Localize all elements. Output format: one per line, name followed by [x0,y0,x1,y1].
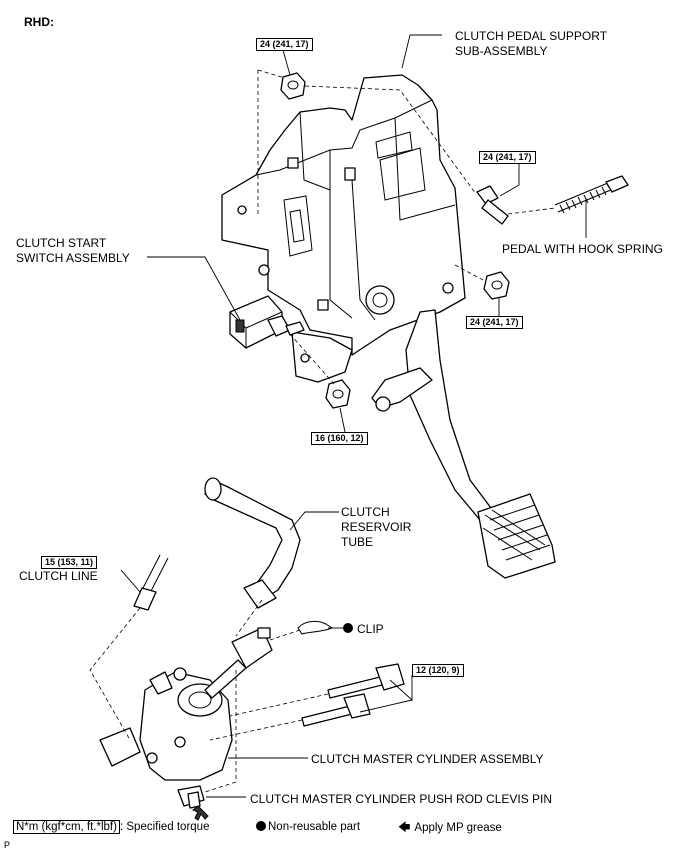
label-pedal-support-line1: CLUTCH PEDAL SUPPORT [455,29,608,43]
legend-grease: 🡄Apply MP grease [398,820,502,835]
label-clevis-pin: CLUTCH MASTER CYLINDER PUSH ROD CLEVIS P… [250,792,553,806]
label-reservoir-tube-line1: CLUTCH [341,505,390,519]
label-clutch-line: CLUTCH LINE [19,569,98,583]
legend-non-reusable: Non-reusable part [256,820,360,834]
non-reusable-dot-icon [256,821,266,831]
reservoir-tube-drawing [204,477,301,609]
torque-bottom-nut: 16 (160, 12) [311,432,368,445]
label-clip: CLIP [357,622,384,636]
label-start-switch-line1: CLUTCH START [16,236,107,250]
start-switch-drawing [229,295,305,349]
legend-torque: N*m (kgf*cm, ft.*lbf): Specified torque [13,820,209,834]
label-start-switch-line2: SWITCH ASSEMBLY [16,251,130,265]
clevis-pin-drawing [177,785,209,821]
torque-top-nut: 24 (241, 17) [256,38,313,51]
hook-spring [554,175,629,214]
grease-arrow-icon: 🡄 [398,820,411,834]
figure-code: P [4,840,11,850]
pedal-support-drawing [221,74,466,383]
clutch-pedal-drawing [371,309,556,579]
label-master-cylinder: CLUTCH MASTER CYLINDER ASSEMBLY [311,752,544,766]
top-nut [280,72,306,100]
legend-grease-text: Apply MP grease [414,822,502,834]
legend-torque-unit: N*m (kgf*cm, ft.*lbf) [13,820,120,834]
label-reservoir-tube-line3: TUBE [341,535,374,549]
torque-cylinder-bolts: 12 (120, 9) [412,664,464,677]
label-reservoir-tube-line2: RESERVOIR [341,520,412,534]
bottom-nut [325,379,351,409]
clip-dot-icon [343,623,353,633]
clutch-line-drawing [133,554,169,611]
torque-right-nut: 24 (241, 17) [466,316,523,329]
label-pedal-support-line2: SUB-ASSEMBLY [455,44,548,58]
cylinder-bolts-drawing [301,663,405,727]
label-hook-spring: PEDAL WITH HOOK SPRING [502,242,663,256]
torque-right-bolt: 24 (241, 17) [479,151,536,164]
clip-drawing [297,620,334,635]
page-title: RHD: [24,15,54,29]
master-cylinder-drawing [99,627,273,781]
right-bolt [476,185,509,225]
right-nut [483,271,510,300]
legend-torque-desc: : Specified torque [119,821,210,833]
torque-clutch-line: 15 (153, 11) [41,556,98,569]
legend-non-reusable-text: Non-reusable part [268,821,361,833]
